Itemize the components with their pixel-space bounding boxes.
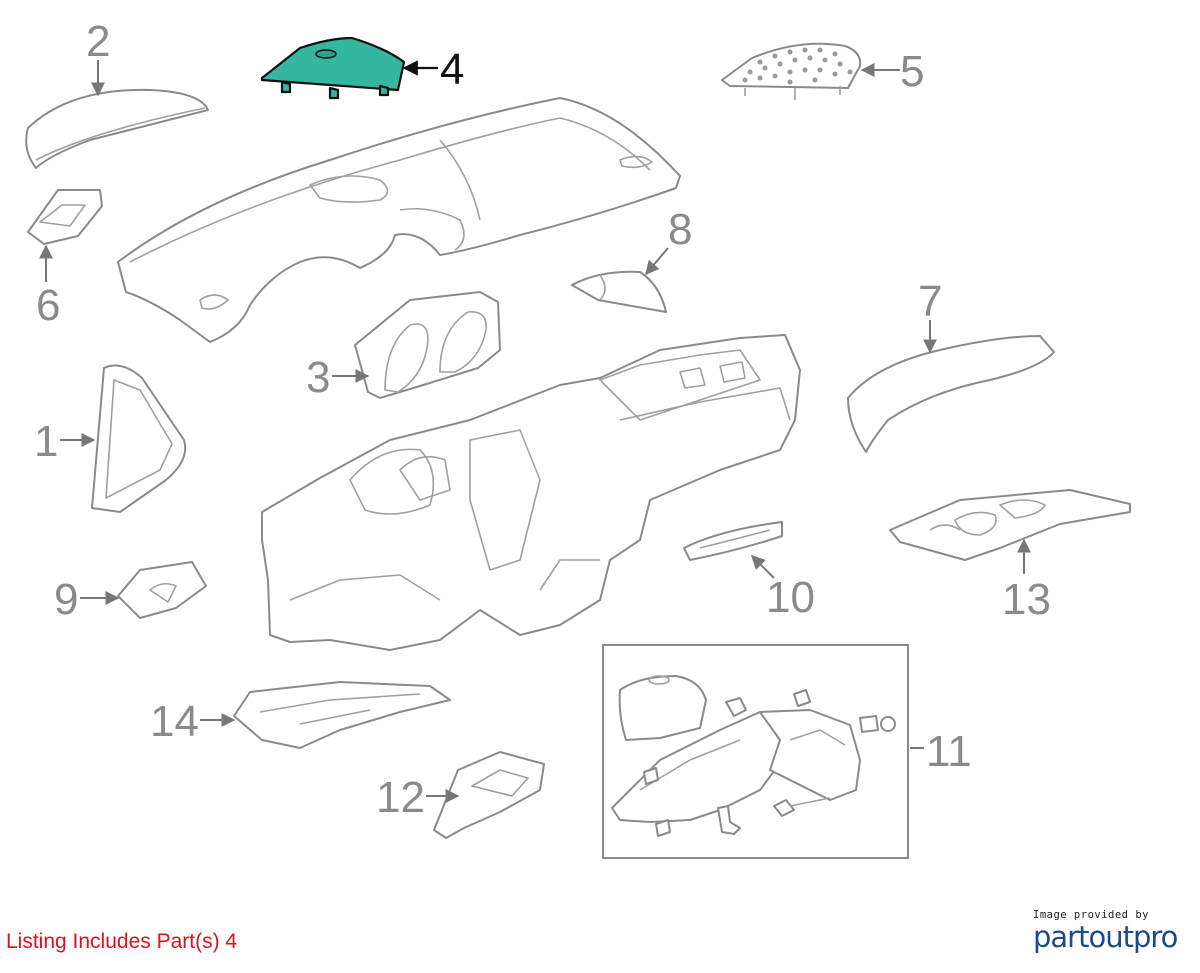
part-2	[25, 88, 209, 169]
image-credit: Image provided by partoutpro	[1033, 909, 1193, 954]
callout-labels: 2 4 5 6 8 3 7 1 9 10 13 11 14 12	[34, 17, 1051, 822]
part-5	[721, 42, 862, 100]
callout-label-9: 9	[54, 575, 78, 624]
part-11-box	[602, 644, 909, 859]
callout-label-10: 10	[766, 573, 815, 622]
part-8	[571, 270, 667, 313]
part-4-highlighted[interactable]	[260, 36, 406, 100]
part-7	[847, 335, 1055, 453]
part-6	[27, 189, 103, 245]
callout-label-4[interactable]: 4	[440, 45, 464, 94]
callout-label-3: 3	[306, 353, 330, 402]
part-12	[433, 751, 545, 839]
callout-label-2: 2	[86, 17, 110, 66]
partoutpro-logo[interactable]: partoutpro	[1033, 920, 1178, 954]
cross-car-beam	[261, 334, 801, 651]
instrument-panel	[117, 97, 681, 343]
part-14	[233, 681, 451, 749]
callout-label-14: 14	[150, 697, 199, 746]
part-3	[354, 291, 501, 399]
callout-label-8: 8	[668, 205, 692, 254]
callout-label-1: 1	[34, 417, 58, 466]
part-13	[889, 489, 1131, 561]
part-10	[683, 521, 783, 561]
leader-lines	[39, 60, 1031, 803]
callout-label-13: 13	[1002, 575, 1051, 624]
part-1	[91, 364, 187, 513]
callout-label-6: 6	[36, 281, 60, 330]
callout-label-11: 11	[926, 727, 972, 776]
part-9	[117, 561, 207, 619]
listing-includes-note: Listing Includes Part(s) 4	[6, 930, 238, 953]
image-provided-by-text: Image provided by	[1033, 909, 1149, 921]
callout-label-12: 12	[376, 773, 425, 822]
callout-label-5: 5	[900, 47, 924, 96]
callout-label-7: 7	[918, 277, 942, 326]
